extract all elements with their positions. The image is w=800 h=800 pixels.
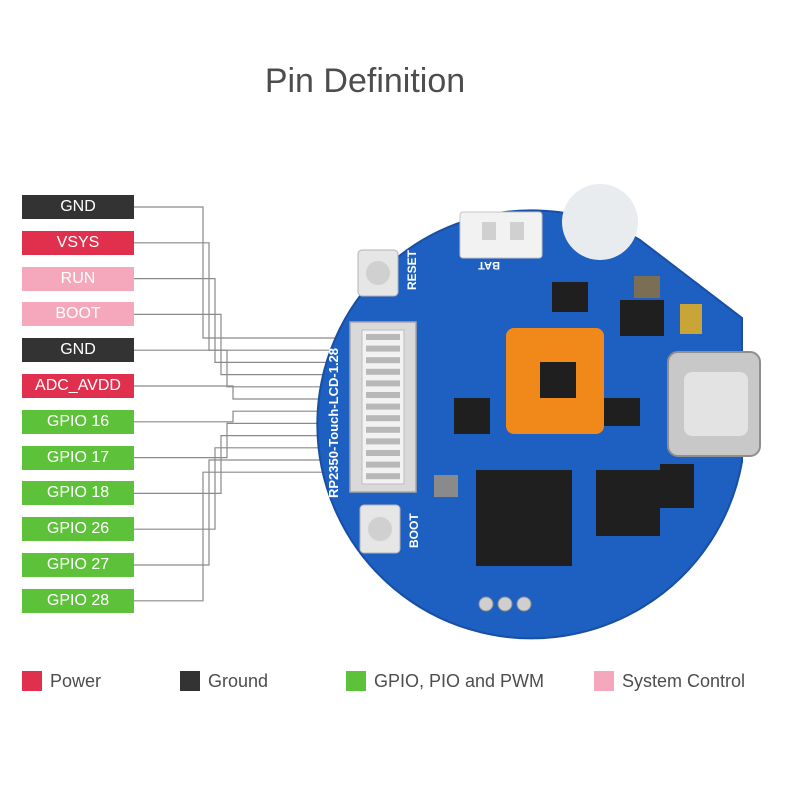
battery-label: BAT bbox=[478, 259, 500, 271]
fpc-pin bbox=[366, 426, 400, 433]
fpc-pin bbox=[366, 450, 400, 456]
fpc-pin bbox=[366, 345, 400, 352]
legend-swatch bbox=[346, 671, 366, 691]
small-components bbox=[434, 276, 702, 508]
fpc-connector bbox=[349, 321, 417, 493]
pin-wire bbox=[134, 471, 370, 602]
fpc-pin bbox=[366, 380, 400, 387]
pin-label-run: RUN bbox=[22, 266, 134, 291]
fpc-pin bbox=[366, 357, 400, 364]
reset-label: RESET bbox=[405, 249, 419, 290]
pin-label-gnd: GND bbox=[22, 195, 134, 219]
pin-label-vsys: VSYS bbox=[22, 230, 134, 255]
fpc-pins bbox=[366, 334, 400, 480]
boot-label: BOOT bbox=[407, 513, 421, 548]
pin-wire bbox=[134, 459, 370, 566]
pin-wire bbox=[134, 447, 370, 530]
legend-label: GPIO, PIO and PWM bbox=[374, 671, 545, 691]
battery-connector bbox=[459, 211, 543, 259]
pin-label-boot: BOOT bbox=[22, 302, 134, 327]
battery-polarity: + - bbox=[480, 195, 494, 209]
pin-label-gpio-18: GPIO 18 bbox=[22, 481, 134, 506]
fpc-pin bbox=[366, 368, 400, 375]
pin-wire bbox=[134, 422, 370, 459]
pin-wire bbox=[134, 313, 370, 376]
pin-label-gpio-27: GPIO 27 bbox=[22, 553, 134, 577]
pin-label-gpio-17: GPIO 17 bbox=[22, 445, 134, 470]
board-model-label: RP2350-Touch-LCD-1.28 bbox=[326, 348, 341, 498]
pin-label-gnd: GND bbox=[22, 338, 134, 363]
fpc-pin bbox=[366, 392, 400, 398]
flash-chip bbox=[596, 470, 660, 536]
pin-wire bbox=[134, 435, 370, 494]
legend-swatch bbox=[180, 671, 200, 691]
boot-button[interactable] bbox=[359, 504, 401, 554]
legend-swatch bbox=[594, 671, 614, 691]
fpc-pin bbox=[366, 473, 400, 480]
test-pads bbox=[478, 596, 532, 612]
usb-c-port bbox=[667, 351, 761, 457]
pin-label-gpio-28: GPIO 28 bbox=[22, 588, 134, 613]
fpc-pin bbox=[366, 438, 400, 445]
pin-wire bbox=[134, 349, 370, 388]
pin-wires bbox=[134, 206, 370, 602]
legend-label: Ground bbox=[208, 671, 269, 691]
fpc-pin bbox=[366, 415, 400, 422]
pin-wire bbox=[134, 242, 370, 351]
mcu-chip bbox=[476, 470, 572, 566]
legend-label: System Control bbox=[622, 671, 746, 691]
reset-button[interactable] bbox=[357, 249, 399, 297]
fpc-pin bbox=[366, 403, 400, 410]
pin-wire bbox=[134, 278, 370, 363]
page-title: Pin Definition bbox=[264, 62, 466, 100]
pin-label-gpio-26: GPIO 26 bbox=[22, 517, 134, 542]
legend-label: Power bbox=[50, 671, 102, 691]
pin-wire bbox=[134, 385, 370, 400]
pin-label-adc-avdd: ADC_AVDD bbox=[22, 374, 134, 398]
pin-wire bbox=[134, 206, 370, 339]
orange-sensor-area bbox=[506, 328, 604, 434]
pin-wire bbox=[134, 410, 370, 423]
mounting-hole bbox=[562, 184, 638, 260]
pin-label-gpio-16: GPIO 16 bbox=[22, 409, 134, 434]
legend-swatch bbox=[22, 671, 42, 691]
fpc-pin bbox=[366, 334, 400, 340]
fpc-pin bbox=[366, 461, 400, 468]
